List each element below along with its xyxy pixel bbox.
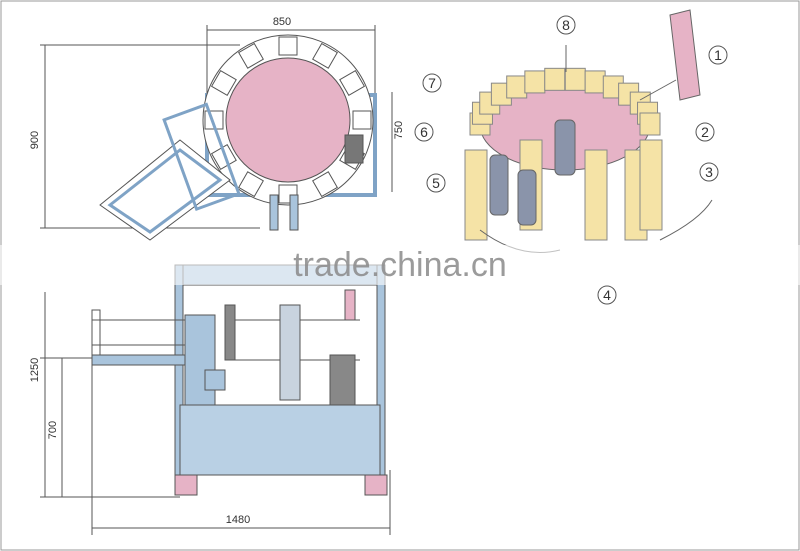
bottle (554, 119, 576, 176)
callout-circle (556, 15, 576, 35)
watermark: trade.china.cn (293, 246, 507, 284)
carton-cell (238, 42, 264, 69)
dim-700: 700 (47, 421, 59, 439)
carton (639, 139, 663, 231)
carton-cell (210, 70, 237, 96)
callout-circle (699, 162, 719, 182)
front-view (40, 264, 391, 535)
carton (639, 112, 661, 136)
callout-1: 1 (714, 47, 722, 63)
foot (174, 474, 198, 496)
callout-circle (695, 122, 715, 142)
cabinet (179, 404, 381, 476)
callout-4: 4 (603, 287, 611, 303)
dim-750: 750 (393, 121, 405, 139)
carton-cells (204, 36, 372, 204)
callouts: 1 2 3 4 5 6 7 8 (414, 15, 728, 305)
carton-cell (339, 70, 366, 96)
foot (364, 474, 388, 496)
callout-2: 2 (701, 124, 709, 140)
carton (564, 67, 586, 91)
dim-900: 900 (29, 131, 41, 149)
carton-cell (352, 110, 372, 130)
bottle (517, 169, 537, 226)
turntable-inner (225, 57, 351, 183)
carton (464, 149, 488, 241)
callout-6: 6 (420, 124, 428, 140)
carton-cell (278, 36, 298, 56)
dim-1480: 1480 (226, 514, 250, 526)
conveyor (99, 139, 231, 241)
flat-carton (669, 9, 701, 101)
carton (524, 70, 546, 94)
carton-cell (312, 42, 338, 69)
callout-circle (597, 285, 617, 305)
carton (544, 67, 566, 91)
callout-circle (708, 45, 728, 65)
callout-circle (414, 122, 434, 142)
callout-3: 3 (705, 164, 713, 180)
carton (584, 70, 606, 94)
isometric-view (464, 9, 713, 253)
carton-cell (238, 171, 264, 198)
top-view (40, 25, 393, 241)
callout-7: 7 (428, 75, 436, 91)
bottle (489, 154, 509, 216)
dim-850: 850 (273, 16, 291, 28)
carton (506, 75, 528, 99)
dim-1250: 1250 (29, 358, 41, 382)
carton (584, 149, 608, 241)
carton-cell (312, 171, 338, 198)
callout-circle (422, 73, 442, 93)
callout-circle (426, 173, 446, 193)
callout-8: 8 (562, 17, 570, 33)
callout-5: 5 (432, 175, 440, 191)
